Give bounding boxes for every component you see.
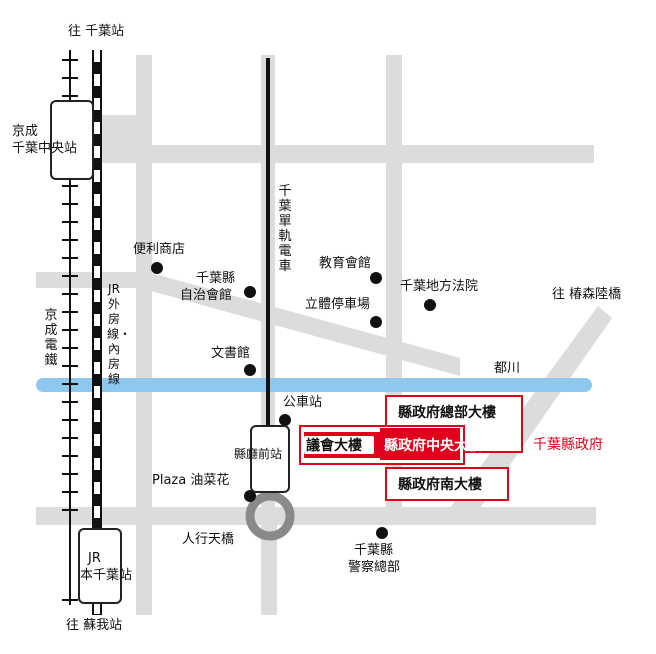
parking-label: 立體停車場 xyxy=(305,297,371,312)
kyoiku-label: 教育會館 xyxy=(319,256,372,271)
to-soga-label: 往 蘇我站 xyxy=(66,618,123,633)
plaza-dot xyxy=(244,490,256,502)
keisei-chiba-chuo-label-2: 千葉中央站 xyxy=(12,141,78,156)
parking-dot xyxy=(370,316,382,328)
police-label-1: 千葉縣 xyxy=(354,543,394,558)
prefecture-complex xyxy=(299,395,523,501)
kencho-mae-station-box xyxy=(250,425,290,493)
plaza-label: Plaza 油菜花 xyxy=(152,473,230,488)
bunshokan-label: 文書館 xyxy=(211,346,251,361)
jr-line-label: JR外房線・內房線 xyxy=(107,282,132,386)
convenience-dot xyxy=(151,262,163,274)
kencho-mae-label: 縣廳前站 xyxy=(234,447,283,461)
bus-stop-dot xyxy=(279,414,291,426)
poi-dots xyxy=(151,262,436,539)
court-label: 千葉地方法院 xyxy=(400,279,479,294)
police-dot xyxy=(376,527,388,539)
pedestrian-bridge-ring xyxy=(245,491,295,541)
keisei-chiba-chuo-label-1: 京成 xyxy=(12,124,39,139)
chiba-jichi-label-1: 千葉縣 xyxy=(196,271,236,286)
south-building-label: 縣政府南大樓 xyxy=(398,477,482,493)
to-chiba-label: 往 千葉站 xyxy=(68,24,125,39)
pedestrian-bridge-label: 人行天橋 xyxy=(182,532,235,547)
keisei-line-label: 京成電鐵 xyxy=(44,308,58,368)
road-diagonal-west xyxy=(140,270,460,376)
road-west-vertical xyxy=(136,55,152,615)
jichi-dot xyxy=(244,286,256,298)
keisei-chiba-chuo-station-box xyxy=(50,100,94,180)
court-dot xyxy=(424,299,436,311)
keisei-railway xyxy=(62,50,78,605)
toogawa-label: 都川 xyxy=(494,361,521,376)
monorail-label: 千葉單軌電車 xyxy=(278,184,292,274)
road-west-stub xyxy=(36,272,146,288)
central-building-label: 縣政府中央大樓 xyxy=(384,438,482,454)
assembly-label: 議會大樓 xyxy=(306,438,362,454)
hon-chiba-label-2: 本千葉站 xyxy=(80,568,133,583)
to-tsubakimori-label: 往 椿森陸橋 xyxy=(552,287,622,302)
road-south xyxy=(36,507,596,525)
hq-building-label: 縣政府總部大樓 xyxy=(398,405,496,421)
road-south-vertical xyxy=(261,525,277,615)
convenience-label: 便利商店 xyxy=(133,242,186,257)
jr-railway xyxy=(92,50,102,615)
bunshokan-dot xyxy=(244,364,256,376)
hon-chiba-label-1: JR xyxy=(88,551,101,566)
roads xyxy=(36,55,612,615)
bus-stop-label: 公車站 xyxy=(283,395,323,410)
hon-chiba-station-box xyxy=(78,528,122,604)
road-north xyxy=(100,145,594,163)
chiba-jichi-label-2: 自治會館 xyxy=(180,288,233,303)
police-label-2: 警察總部 xyxy=(348,560,401,575)
road-diagonal-tsubakimori xyxy=(450,306,612,508)
kyoiku-dot xyxy=(370,272,382,284)
prefecture-office-label: 千葉縣政府 xyxy=(533,437,603,453)
toogawa-river xyxy=(36,378,592,392)
